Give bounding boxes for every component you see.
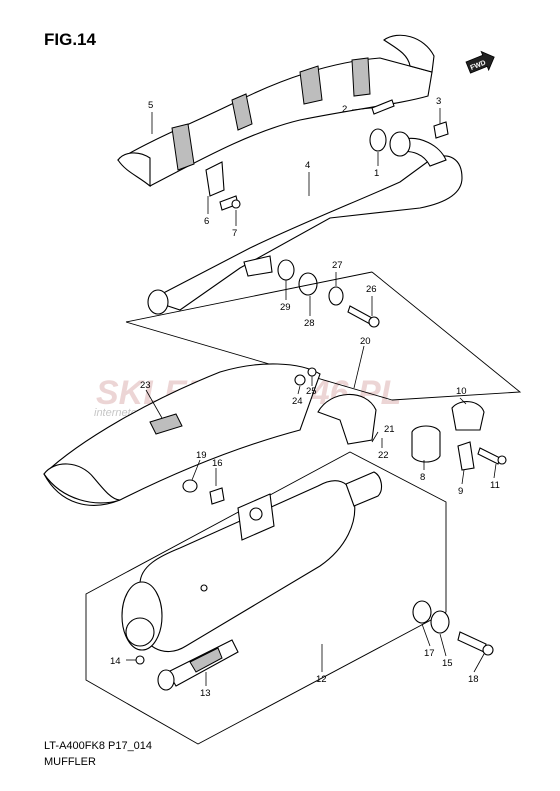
callout-24: 24 <box>292 396 303 407</box>
callout-4: 4 <box>305 160 310 171</box>
mount-hardware-top <box>277 259 380 328</box>
callout-16: 16 <box>212 458 223 469</box>
callout-10: 10 <box>456 386 467 397</box>
spark-arrester <box>157 639 239 691</box>
assembly-divider-frame <box>125 271 522 401</box>
callout-15: 15 <box>442 658 453 669</box>
muffler-clamp <box>294 367 377 445</box>
model-code: LT-A400FK8 P17_014 <box>44 740 153 752</box>
section-name: MUFFLER <box>44 756 96 768</box>
callout-7: 7 <box>232 228 237 239</box>
callout-26: 26 <box>366 284 377 295</box>
callout-9: 9 <box>458 486 463 497</box>
callout-18: 18 <box>468 674 479 685</box>
callout-19: 19 <box>196 450 207 461</box>
callout-1: 1 <box>374 168 379 179</box>
callout-28: 28 <box>304 318 315 329</box>
callout-25: 25 <box>306 386 317 397</box>
callout-23: 23 <box>140 380 151 391</box>
fwd-arrow-icon: FWD <box>465 50 495 74</box>
small-fasteners-left <box>135 479 225 665</box>
callout-27: 27 <box>332 260 343 271</box>
callout-12: 12 <box>316 674 327 685</box>
callout-29: 29 <box>280 302 291 313</box>
bracket-and-bolt <box>205 161 241 211</box>
figure-title: FIG.14 <box>44 30 96 49</box>
exhaust-pipe-heat-shield <box>117 34 435 188</box>
callout-11: 11 <box>490 480 500 491</box>
callout-8: 8 <box>420 472 425 483</box>
exhaust-gasket-set <box>369 99 449 157</box>
exhaust-pipe <box>147 138 463 315</box>
muffler-body <box>121 471 383 652</box>
callout-labels: 1 2 3 4 5 6 7 8 9 10 11 12 13 14 15 16 1… <box>110 96 500 699</box>
callout-22: 22 <box>378 450 389 461</box>
callout-3: 3 <box>436 96 441 107</box>
callout-5: 5 <box>148 100 153 111</box>
callout-13: 13 <box>200 688 211 699</box>
leader-lines <box>126 107 497 686</box>
callout-2: 2 <box>342 104 347 115</box>
muffler-assembly-frame <box>85 451 447 745</box>
callout-20: 20 <box>360 336 371 347</box>
rear-mount-hardware <box>412 600 494 656</box>
callout-21: 21 <box>384 424 395 435</box>
muffler-heat-shield <box>43 363 321 506</box>
callout-17: 17 <box>424 648 435 659</box>
callout-14: 14 <box>110 656 121 667</box>
callout-6: 6 <box>204 216 209 227</box>
joint-clamp-assembly <box>411 401 507 471</box>
